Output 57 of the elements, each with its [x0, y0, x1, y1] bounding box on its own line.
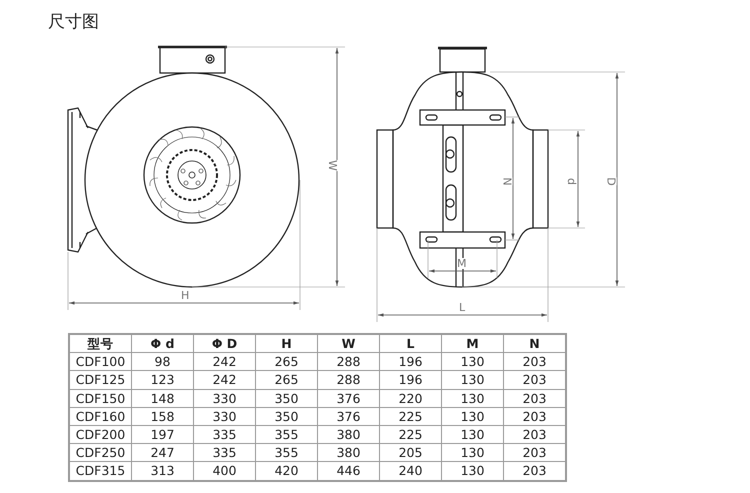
table-cell: 130 [442, 389, 504, 408]
table-cell: 355 [256, 444, 318, 462]
header-cell: M [442, 334, 504, 353]
table-cell: 335 [194, 425, 256, 444]
table-cell: 148 [132, 389, 194, 408]
table-cell: 242 [194, 352, 256, 371]
table-cell: 225 [380, 407, 442, 426]
header-cell: H [256, 334, 318, 353]
table-cell: 197 [132, 425, 194, 444]
model-cell: CDF250 [69, 444, 132, 462]
model-cell: CDF150 [69, 389, 132, 408]
table-cell: 220 [380, 389, 442, 408]
table-cell: 265 [256, 352, 318, 371]
table-cell: 242 [194, 370, 256, 390]
table-cell: 288 [318, 352, 380, 371]
model-cell: CDF200 [69, 425, 132, 444]
table-cell: 130 [442, 425, 504, 444]
model-cell: CDF125 [69, 370, 132, 390]
table-cell: 350 [256, 407, 318, 426]
table-cell: 225 [380, 425, 442, 444]
table-cell: 123 [132, 370, 194, 390]
table-cell: 380 [318, 425, 380, 444]
dimension-label: L [459, 302, 466, 313]
table-cell: 288 [318, 370, 380, 390]
table-cell: 205 [380, 444, 442, 462]
table-cell: 98 [132, 352, 194, 371]
dimension-label: M [457, 258, 466, 269]
table-cell: 330 [194, 407, 256, 426]
table-cell: 130 [442, 370, 504, 390]
table-cell: 265 [256, 370, 318, 390]
header-cell: 型号 [69, 334, 132, 353]
table-cell: 335 [194, 444, 256, 462]
header-cell: L [380, 334, 442, 353]
header-cell: Φ d [132, 334, 194, 353]
header-cell: Φ D [194, 334, 256, 353]
dimension-label: H [181, 290, 190, 301]
dimension-label: d [566, 178, 577, 185]
table-cell: 376 [318, 407, 380, 426]
dimension-label: W [326, 160, 338, 171]
table-cell: 130 [442, 352, 504, 371]
model-cell: CDF160 [69, 407, 132, 426]
table-cell: 158 [132, 407, 194, 426]
table-cell: 350 [256, 389, 318, 408]
model-cell: CDF100 [69, 352, 132, 371]
table-cell: 196 [380, 352, 442, 371]
table-cell: 380 [318, 444, 380, 462]
table-cell: 130 [442, 407, 504, 426]
title: 尺寸图 [48, 11, 99, 33]
header-cell: W [318, 334, 380, 353]
table-cell: 247 [132, 444, 194, 462]
table-cell: 355 [256, 425, 318, 444]
dimension-label: D [606, 177, 617, 186]
table-cell: 130 [442, 444, 504, 462]
dimension-label: N [502, 177, 513, 186]
table-cell: 196 [380, 370, 442, 390]
table-cell: 376 [318, 389, 380, 408]
table-cell: 330 [194, 389, 256, 408]
